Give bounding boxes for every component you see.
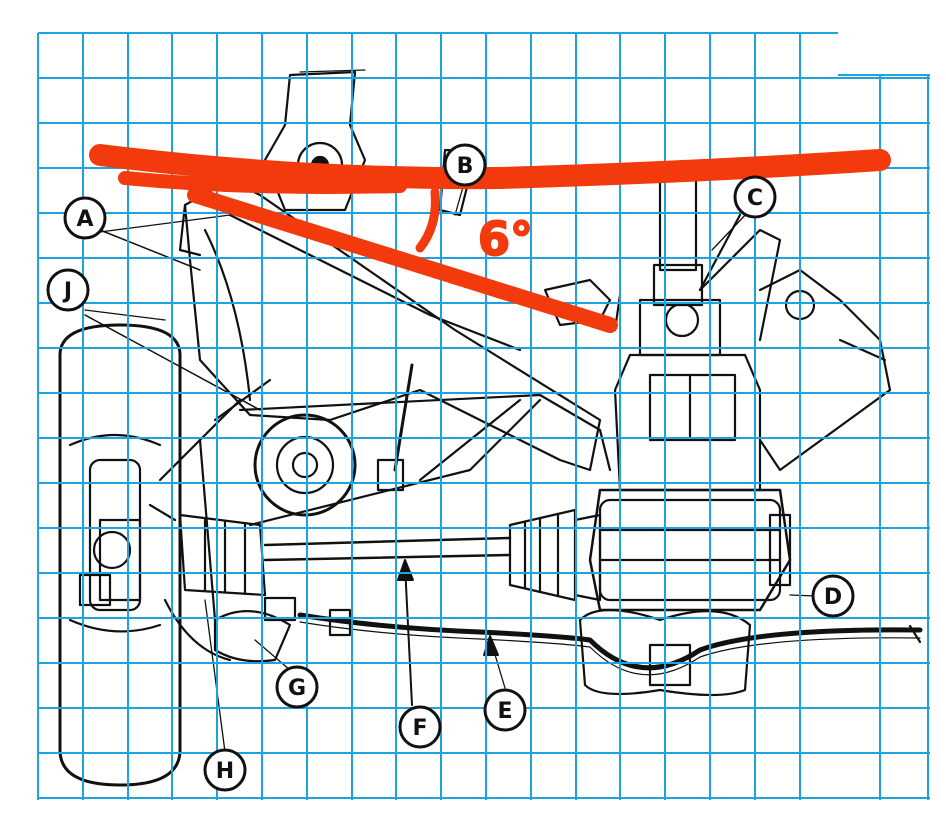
- leader-lines: [84, 179, 816, 753]
- drive-shaft: [178, 508, 602, 602]
- callout-circle: [733, 175, 777, 219]
- callout-circle: [275, 665, 319, 709]
- callout-letter: D: [824, 585, 842, 610]
- subframe: [84, 178, 602, 472]
- callout-circle: [63, 196, 107, 240]
- angle-annotation: [89, 144, 891, 333]
- angle-arc: [415, 187, 440, 253]
- callout-h: H: [203, 748, 247, 792]
- callout-letter: C: [747, 186, 763, 211]
- callout-circle: [398, 705, 442, 749]
- callout-letter: F: [412, 716, 427, 741]
- reference-line: [89, 144, 891, 190]
- callout-circle: [483, 688, 527, 732]
- callout-letter: E: [497, 699, 512, 724]
- callout-g: G: [275, 665, 319, 709]
- grid-overlay: [37, 32, 930, 800]
- stabilizer-bar: [297, 608, 923, 676]
- reference-line-tail: [118, 171, 407, 194]
- callout-labels: A B C D E F G H J: [46, 143, 855, 792]
- wheel-tire: [58, 323, 182, 787]
- suspension-drawing: [58, 69, 923, 787]
- callout-letter: A: [76, 207, 93, 232]
- callout-letter: J: [62, 279, 72, 304]
- callout-circle: [46, 268, 90, 312]
- callout-letter: G: [288, 676, 306, 701]
- callout-circle: [203, 748, 247, 792]
- bracket-right: [758, 268, 892, 472]
- angle-label: 6°: [478, 212, 533, 266]
- callout-letter: H: [216, 759, 234, 784]
- callout-j: J: [46, 268, 90, 312]
- callout-f: F: [398, 705, 442, 749]
- arrow-lines: [397, 559, 499, 706]
- tilted-line: [187, 187, 618, 333]
- callout-e: E: [483, 688, 527, 732]
- pulley: [253, 413, 357, 517]
- vertical-rod: [376, 363, 414, 492]
- control-arm: [238, 393, 612, 527]
- callout-circle: [443, 143, 487, 187]
- callout-d: D: [811, 574, 855, 618]
- brake-components: [158, 378, 297, 663]
- callout-a: A: [63, 196, 107, 240]
- callout-letter: B: [457, 154, 474, 179]
- callout-circle: [811, 574, 855, 618]
- callout-b: B: [443, 143, 487, 187]
- callout-c: C: [733, 175, 777, 219]
